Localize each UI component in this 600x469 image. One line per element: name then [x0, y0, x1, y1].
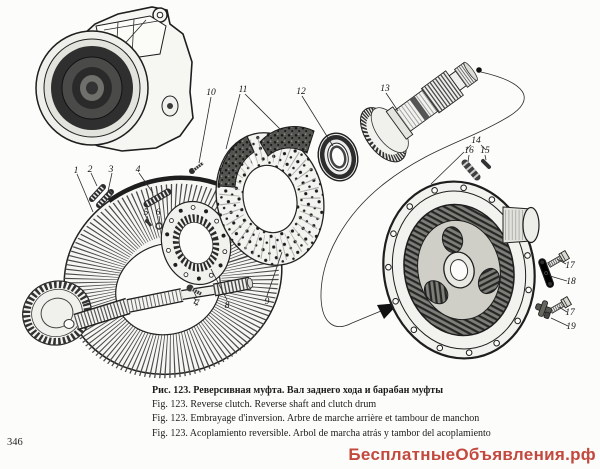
hub-ring-holes	[165, 205, 228, 281]
clutch-plate	[215, 132, 325, 266]
callout-15: 15	[480, 146, 490, 156]
callout-12: 12	[296, 87, 306, 97]
caption-spanish: Fig. 123. Acoplamiento reversible. Arbol…	[152, 427, 491, 439]
callout-11: 11	[239, 85, 248, 95]
assembly-curve-leader	[320, 71, 525, 327]
link-plate-18	[538, 258, 555, 288]
callout-10: 10	[206, 88, 216, 98]
pin-16	[461, 159, 481, 181]
caption-english: Fig. 123. Reverse clutch. Reverse shaft …	[152, 399, 377, 411]
pin-15	[481, 159, 491, 169]
callout-3: 3	[108, 165, 114, 175]
page-number: 346	[7, 437, 23, 448]
bolt-17-upper	[547, 249, 571, 268]
spline-section	[212, 277, 252, 296]
callout-8: 8	[225, 301, 230, 311]
pin-4	[143, 188, 172, 208]
clutch-drum	[382, 180, 536, 360]
callout-9: 9	[265, 297, 270, 307]
callout-4: 4	[136, 165, 141, 175]
leader-lines	[76, 92, 569, 327]
drum-hub-cylinder	[502, 206, 540, 244]
callout-7: 7	[195, 299, 201, 309]
callout-1: 1	[74, 166, 79, 176]
clutch-housing	[35, 6, 194, 152]
callout-2: 2	[88, 165, 93, 175]
pin-3	[96, 189, 114, 208]
plate-center-hole	[242, 164, 298, 234]
callout-14: 14	[471, 136, 481, 146]
ball-bearing	[317, 132, 359, 182]
bolt-10	[189, 161, 204, 174]
callout-18: 18	[566, 277, 576, 287]
figure-captions: Рис. 123. Реверсивная муфта. Вал заднего…	[152, 384, 491, 441]
caption-french: Fig. 123. Embrayage d'inversion. Arbre d…	[152, 413, 480, 425]
callout-17-lower: 17	[565, 308, 576, 318]
washer-6	[155, 222, 163, 230]
pin-2	[89, 184, 106, 202]
callout-17-upper: 17	[565, 261, 576, 271]
clamp-19	[535, 300, 552, 319]
callout-16: 16	[464, 146, 474, 156]
watermark-text: БесплатныеОбъявления.рф	[348, 445, 596, 464]
reverse-pinion-shaft	[22, 276, 254, 346]
caption-russian: Рис. 123. Реверсивная муфта. Вал заднего…	[152, 385, 444, 396]
bolt-17-lower	[549, 295, 573, 314]
friction-lining-segments	[217, 126, 315, 188]
assembly-reference-dot	[476, 67, 482, 73]
bolt-7	[186, 284, 202, 306]
reverse-shaft	[359, 61, 478, 163]
callout-19: 19	[566, 322, 576, 332]
callout-5: 5	[144, 208, 149, 218]
callout-6: 6	[156, 208, 161, 218]
internal-spline-teeth	[172, 214, 220, 272]
callout-13: 13	[380, 84, 390, 94]
shaft-gear-teeth	[360, 107, 407, 162]
